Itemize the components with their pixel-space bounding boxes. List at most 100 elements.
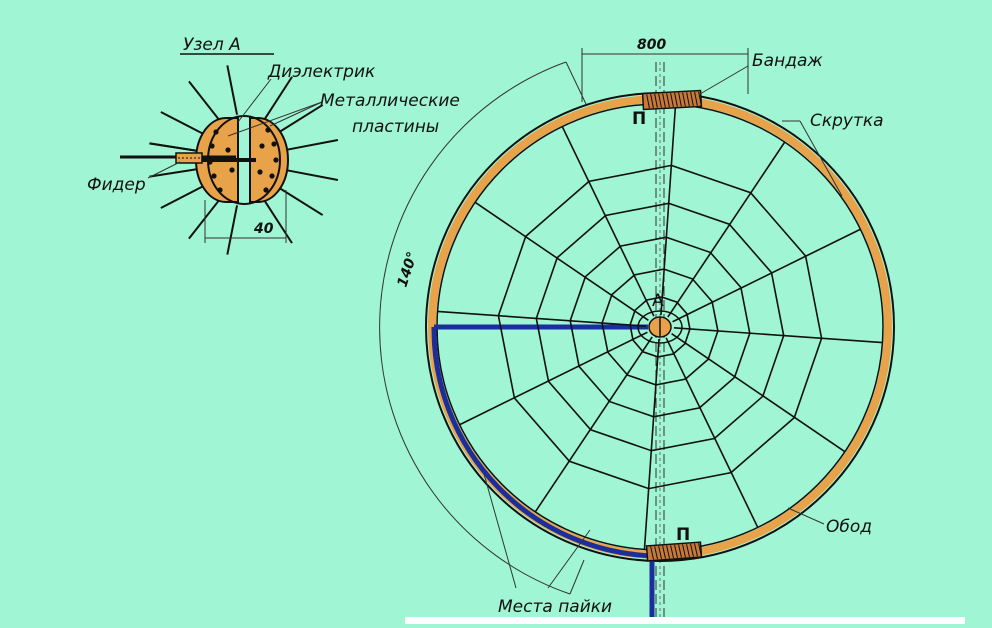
node-radial-11 [160, 182, 210, 209]
label-twist: Скрутка [810, 111, 884, 131]
solder-dots [207, 127, 279, 193]
bandage-bottom-hatch-line [674, 544, 678, 558]
bandage-bottom-hatch-line [698, 543, 702, 557]
bandage-top-hatch-line [654, 93, 658, 108]
right-metal-plate [249, 117, 289, 203]
label-metal-plates-2: пластины [352, 117, 439, 137]
label-feeder: Фидер [87, 175, 146, 195]
web-radial-2 [672, 228, 861, 323]
label-tie-bottom: П [676, 525, 690, 545]
main-antenna: А П П 800 140° Бандаж Скрутка Обод Места… [379, 37, 895, 620]
web-radial-6 [643, 338, 660, 550]
node-a-detail: Узел А Диэлектрик Металлические пластины… [87, 35, 460, 255]
bandage-top-hatch-line [658, 93, 662, 108]
label-rim: Обод [826, 517, 872, 537]
bandage-bottom-hatch-line [686, 543, 690, 558]
solder-dot-1 [209, 143, 215, 149]
solder-dot-12 [259, 143, 265, 149]
node-radial-4 [276, 104, 324, 135]
bandage-top-hatch-line [646, 94, 650, 109]
angle-140-value: 140° [395, 250, 421, 289]
solder-dot-11 [229, 167, 235, 173]
bandage-bottom-hatch-line [658, 545, 663, 560]
leader-dielectric [237, 78, 272, 123]
node-radial-1 [188, 80, 222, 123]
bandage-top-hatch-line [698, 91, 702, 106]
bandage-top-hatch-line [678, 92, 682, 107]
node-radials [149, 65, 339, 255]
node-radial-7 [276, 185, 324, 216]
label-solder-points: Места пайки [498, 597, 612, 617]
leader-feeder [147, 161, 181, 179]
label-dielectric: Диэлектрик [267, 62, 376, 82]
node-radial-9 [226, 205, 239, 255]
leader-solder-2 [547, 529, 591, 589]
leader-solder-1 [483, 473, 517, 589]
web-radial-9 [437, 310, 647, 327]
node-radial-8 [263, 199, 293, 244]
bandage-bottom-hatch-line [650, 546, 655, 560]
bandage-top-hatch-line [666, 93, 670, 108]
web-radial-8 [459, 331, 648, 426]
bandage-bottom-hatch-line [694, 543, 698, 557]
leader-rim [787, 507, 825, 525]
web-radial-5 [665, 337, 759, 528]
web-radials [437, 104, 883, 550]
solder-dot-0 [213, 129, 219, 135]
bandage-bottom-hatch-line [682, 544, 686, 558]
node-radial-2 [226, 65, 239, 115]
bandage-top-hatch-line [674, 92, 678, 107]
web-radial-1 [667, 141, 786, 318]
solder-dot-9 [263, 187, 269, 193]
bandage-top-hatch-line [650, 94, 654, 109]
bandage-bottom-hatch-line [654, 546, 659, 560]
web-radial-3 [673, 327, 883, 344]
center-hub-ring [637, 310, 683, 344]
leader-twist [799, 120, 843, 197]
bandage-top-hatch-line [682, 92, 686, 107]
solder-dot-5 [265, 127, 271, 133]
bandage-top-hatch-line [690, 91, 694, 106]
label-center-a: А [652, 291, 664, 311]
dim-40-value: 40 [253, 221, 274, 237]
label-bandage: Бандаж [752, 51, 823, 71]
solder-dot-7 [273, 157, 279, 163]
label-metal-plates-1: Металлические [320, 91, 460, 111]
bandage-top-hatch-line [662, 93, 666, 108]
angle-140-arc [379, 61, 571, 595]
mast [655, 62, 665, 620]
bandage-bottom [645, 541, 703, 562]
leader-bandage [699, 65, 749, 95]
bandage-top-hatch-line [686, 92, 690, 107]
node-radial-14 [149, 142, 205, 154]
solder-dot-4 [217, 187, 223, 193]
leader-plates-a [269, 101, 323, 127]
bandage-bottom-hatch-line [670, 545, 674, 559]
solder-dot-3 [211, 173, 217, 179]
bandage-bottom-hatch-line [662, 545, 666, 559]
web-radial-7 [534, 336, 653, 513]
solder-dot-13 [257, 169, 263, 175]
bottom-strip [405, 617, 965, 624]
node-a-title: Узел А [183, 35, 241, 55]
leader-plates-b [227, 101, 323, 137]
web-radial-10 [474, 201, 649, 321]
web-radial-0 [660, 104, 677, 316]
feeder-along-rim [431, 326, 657, 620]
solder-dot-10 [225, 147, 231, 153]
node-radial-6 [282, 168, 339, 181]
node-radial-5 [282, 139, 339, 152]
node-radial-3 [263, 76, 293, 121]
node-radial-12 [149, 166, 205, 178]
bandage-bottom-hatch-line [666, 545, 670, 559]
bandage-bottom-hatch-line [678, 544, 682, 558]
label-tie-top: П [632, 109, 646, 129]
dim-800-value: 800 [637, 37, 666, 53]
web-radial-4 [671, 333, 846, 453]
solder-dot-6 [271, 141, 277, 147]
bandage-bottom-hatch-line [690, 543, 694, 557]
node-radial-0 [160, 111, 210, 138]
angle-140-tick-bottom [569, 559, 585, 595]
